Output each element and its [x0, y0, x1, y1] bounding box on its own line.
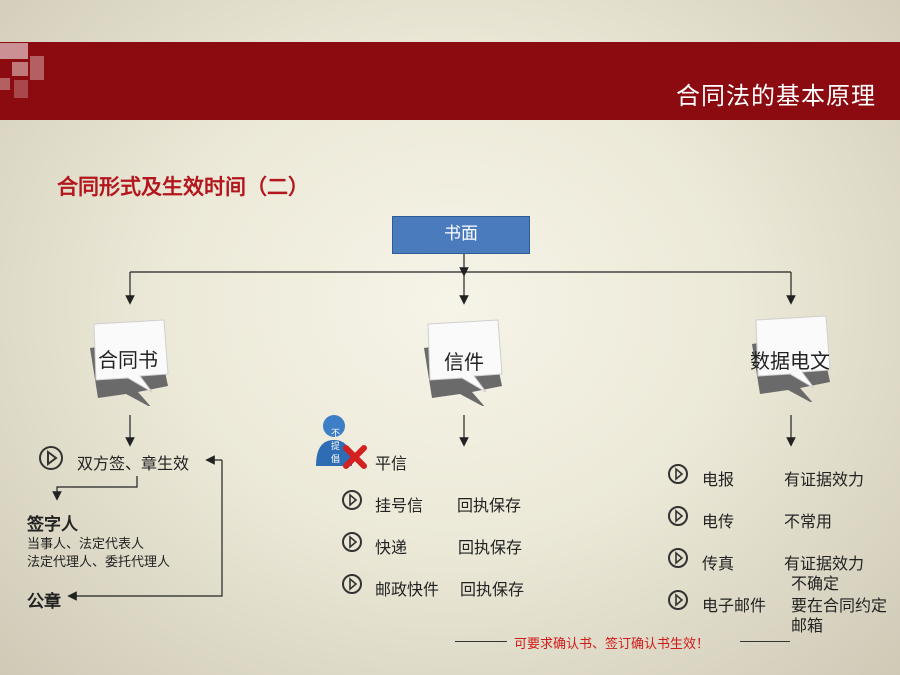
data-row-name: 电子邮件	[702, 596, 767, 615]
letter-row-name: 挂号信	[375, 496, 424, 515]
letter-row-name: 平信	[375, 454, 408, 473]
section-title: 合同形式及生效时间（二）	[57, 174, 309, 199]
letter-row-note: 回执保存	[460, 580, 525, 599]
bubble-data-message	[742, 312, 852, 404]
bubble-label-contract: 合同书	[98, 348, 158, 372]
header-bar	[0, 42, 900, 120]
play-icon	[666, 546, 692, 572]
letter-row-name: 邮政快件	[375, 580, 440, 599]
bubble-contract	[80, 316, 190, 408]
icon-text-1: 不	[331, 429, 341, 439]
data-row-name: 传真	[702, 554, 735, 573]
data-row-name: 电报	[702, 470, 735, 489]
contract-item: 双方签、章生效	[77, 454, 190, 473]
play-icon	[340, 530, 366, 556]
footnote-line-right	[740, 641, 790, 642]
letter-row-name: 快递	[375, 538, 408, 557]
play-icon	[38, 445, 64, 471]
footnote-line-left	[455, 641, 507, 642]
data-row-note-2: 不确定	[791, 574, 840, 593]
not-recommended-icon: 不 提 倡	[312, 412, 368, 470]
icon-text-3: 倡	[331, 455, 341, 465]
play-icon	[666, 504, 692, 530]
seal-title: 公章	[27, 592, 61, 612]
data-row-note: 有证据效力	[784, 554, 865, 573]
play-icon	[340, 572, 366, 598]
header-title: 合同法的基本原理	[676, 82, 876, 110]
signer-line-1: 当事人、法定代表人	[27, 537, 145, 552]
letter-row-note: 回执保存	[458, 538, 523, 557]
data-row-note: 不常用	[784, 512, 833, 531]
signer-line-2: 法定代理人、委托代理人	[27, 555, 171, 570]
data-row-note: 有证据效力	[784, 470, 865, 489]
root-box: 书面	[392, 216, 530, 254]
signer-title: 签字人	[27, 515, 78, 535]
play-icon	[666, 588, 692, 614]
bubble-letter	[414, 316, 524, 408]
data-row-name: 电传	[702, 512, 735, 531]
data-row-note-2: 邮箱	[791, 616, 824, 635]
play-icon	[340, 488, 366, 514]
play-icon	[666, 462, 692, 488]
footnote: 可要求确认书、签订确认书生效！	[514, 637, 710, 652]
data-row-note: 要在合同约定	[791, 596, 888, 615]
bubble-label-data-message: 数据电文	[750, 349, 830, 373]
icon-text-2: 提	[331, 442, 341, 452]
letter-row-note: 回执保存	[457, 496, 522, 515]
bubble-label-letter: 信件	[444, 350, 484, 374]
